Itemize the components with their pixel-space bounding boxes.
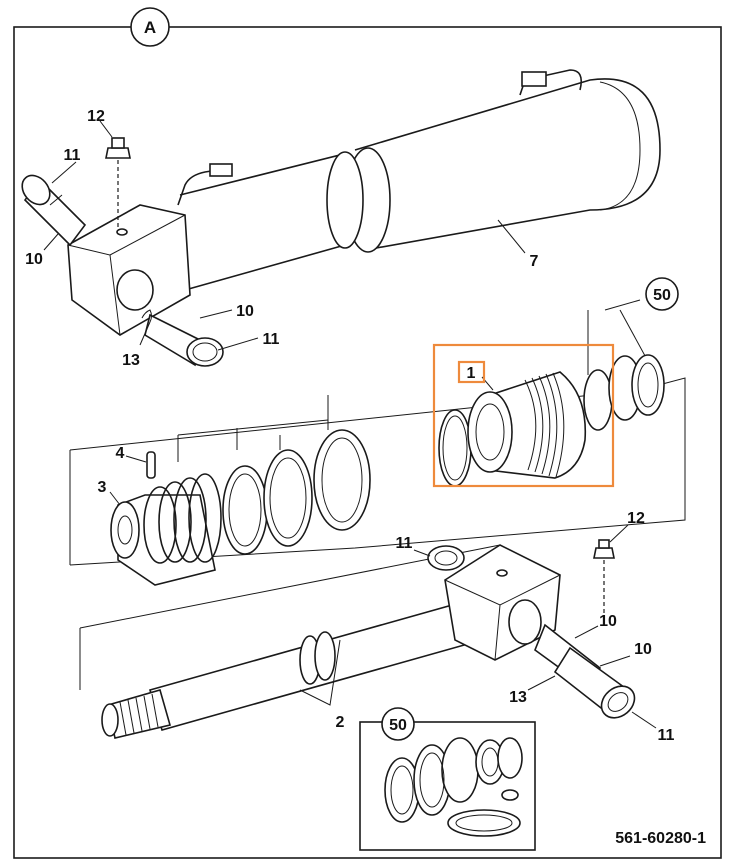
callout-10-left: 10 xyxy=(25,251,43,268)
callout-4: 4 xyxy=(116,445,125,462)
view-label-circle xyxy=(130,7,170,47)
callout-13-rod: 13 xyxy=(509,689,527,706)
callout-2: 2 xyxy=(336,714,345,731)
seal-kit-inset xyxy=(359,721,536,851)
diagram-frame xyxy=(13,26,722,859)
callout-7: 7 xyxy=(530,253,539,270)
piston-seal-group xyxy=(69,299,686,586)
view-label: A xyxy=(144,18,156,37)
highlight-box-part-1 xyxy=(432,343,615,488)
rod-assembly xyxy=(79,539,636,739)
callout-50-kit-circle xyxy=(381,707,415,741)
callout-1: 1 xyxy=(467,365,476,382)
callout-3: 3 xyxy=(98,479,107,496)
callout-10-rod-b: 10 xyxy=(634,641,652,658)
callout-50-main: 50 xyxy=(653,287,671,304)
drawing-reference-number: 561-60280-1 xyxy=(615,830,706,847)
callout-10-mid: 10 xyxy=(236,303,254,320)
callout-50-kit: 50 xyxy=(389,717,407,734)
callout-12-rod: 12 xyxy=(627,510,645,527)
callout-11-rod-bottom: 11 xyxy=(658,727,675,744)
callout-13-left: 13 xyxy=(122,352,140,369)
callout-11-top: 11 xyxy=(64,147,81,164)
callout-50-main-circle xyxy=(645,277,679,311)
highlight-box-callout-1 xyxy=(457,360,486,384)
callout-12-top: 12 xyxy=(87,108,105,125)
callout-10-rod-a: 10 xyxy=(599,613,617,630)
callout-11-rod: 11 xyxy=(396,535,413,552)
callout-11-mid: 11 xyxy=(263,331,280,348)
barrel-assembly xyxy=(21,69,661,367)
